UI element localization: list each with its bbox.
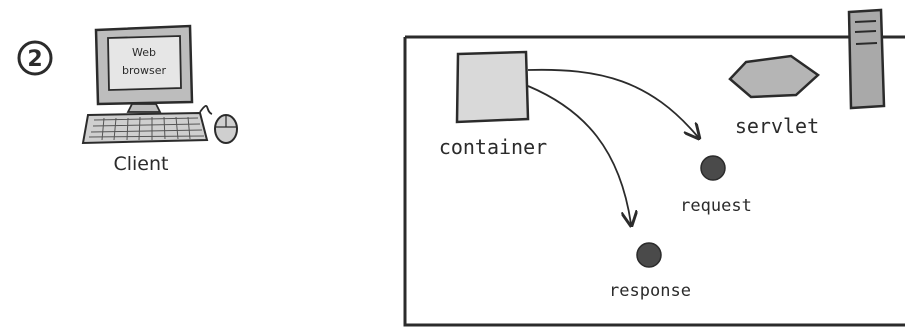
monitor-screen-text-web: Web <box>132 46 156 59</box>
client-label: Client <box>113 153 168 175</box>
server-frame <box>403 35 905 327</box>
monitor-screen-text-browser: browser <box>122 64 166 77</box>
server-tower-icon <box>847 8 886 110</box>
step-badge: 2 <box>17 40 53 76</box>
response-label: response <box>609 281 691 301</box>
mouse-icon <box>199 105 238 144</box>
request-object-icon <box>700 155 726 181</box>
servlet-label: servlet <box>735 114 819 138</box>
servlet-hexagon-icon <box>728 54 820 99</box>
computer-monitor-icon <box>94 24 194 113</box>
container-label: container <box>439 135 547 159</box>
response-object-icon <box>636 242 662 268</box>
request-label: request <box>680 196 752 216</box>
arrow-to-response <box>527 85 631 224</box>
container-box-icon <box>455 50 530 124</box>
arrow-to-request <box>527 68 698 137</box>
step-number: 2 <box>27 47 42 72</box>
keyboard-icon <box>81 111 209 145</box>
